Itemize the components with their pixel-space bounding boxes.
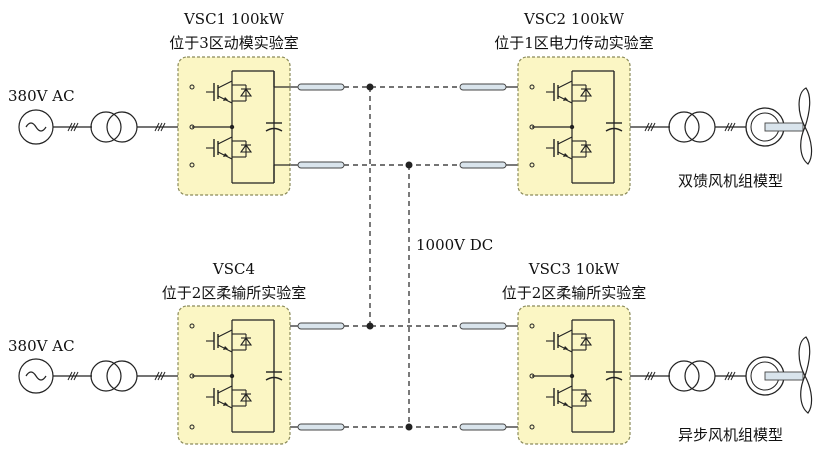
transformer-icon xyxy=(668,360,700,392)
cables xyxy=(290,83,518,431)
dc-bus-lines xyxy=(344,83,460,431)
vsc3-box xyxy=(517,305,631,445)
vsc1-location: 位于3区动模实验室 xyxy=(169,34,299,52)
transformer-icon xyxy=(668,111,700,143)
wind-turbine-top xyxy=(630,87,813,165)
vsc3-name: VSC3 10kW xyxy=(528,260,620,278)
vsc3-location: 位于2区柔输所实验室 xyxy=(502,284,647,302)
wind-label-bottom: 异步风机组模型 xyxy=(678,426,783,444)
ac-source-bottom xyxy=(18,358,178,394)
vsc4-name: VSC4 xyxy=(212,260,255,278)
vsc2-name: VSC2 100kW xyxy=(523,10,625,28)
vsc2-box xyxy=(517,56,631,196)
turbine-blade-icon xyxy=(798,87,813,165)
ac-label-top: 380V AC xyxy=(8,87,75,105)
ac-source-top xyxy=(18,109,178,145)
transformer-icon xyxy=(90,111,122,143)
vsc4-box xyxy=(177,305,291,445)
turbine-blade-icon xyxy=(798,336,813,414)
wind-label-top: 双馈风机组模型 xyxy=(678,172,783,190)
vsc1-box xyxy=(177,56,291,196)
transformer-icon xyxy=(90,360,122,392)
dc-bus-label: 1000V DC xyxy=(416,236,493,254)
vsc1-name: VSC1 100kW xyxy=(183,10,285,28)
vsc2-location: 位于1区电力传动实验室 xyxy=(494,34,654,52)
vsc4-location: 位于2区柔输所实验室 xyxy=(162,284,307,302)
ac-label-bottom: 380V AC xyxy=(8,337,75,355)
wind-turbine-bottom xyxy=(630,336,813,414)
